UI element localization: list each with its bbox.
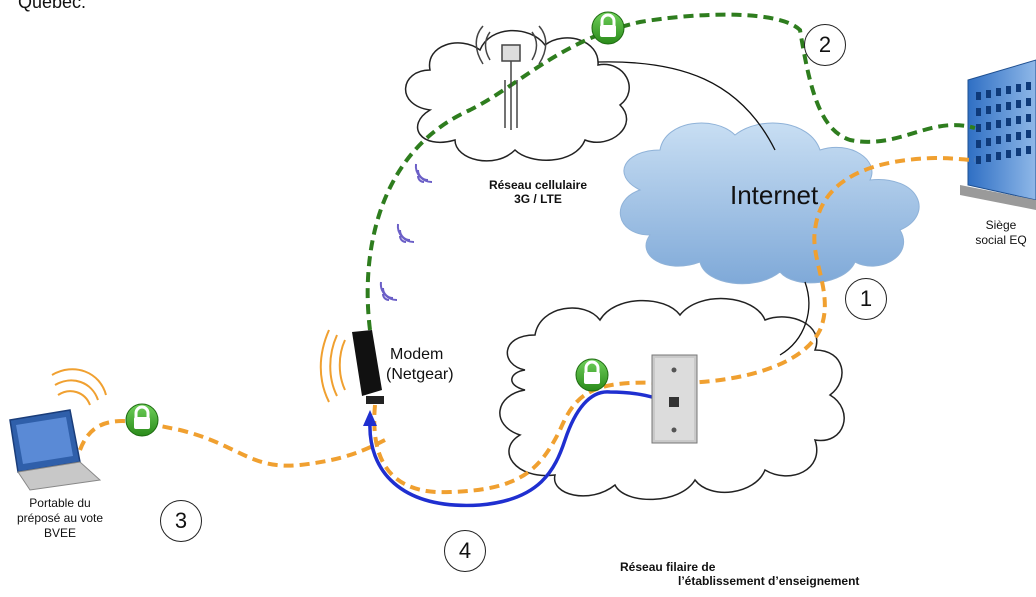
modem-icon: [352, 330, 384, 404]
cell-tower-icon: [475, 25, 547, 130]
lock-icon: [125, 403, 159, 437]
lock-icon: [575, 358, 609, 392]
siege-label: Siège social EQ: [966, 218, 1036, 248]
green-secure-path: [365, 12, 976, 331]
header-text: Québec.: [18, 0, 87, 12]
modem-label: Modem (Netgear): [386, 345, 454, 385]
laptop-label: Portable du préposé au vote BVEE: [8, 496, 112, 541]
siege-label-line1: Siège: [985, 218, 1017, 232]
internet-wired-link: [779, 281, 810, 356]
marker-4: 4: [444, 530, 486, 572]
wifi-waves-icon: [379, 163, 433, 302]
blue-arrow-head: [363, 410, 377, 426]
laptop-label-line3: BVEE: [43, 526, 76, 540]
wired-label-line2: l’établissement d’enseignement: [678, 574, 860, 588]
building-icon: [960, 59, 1036, 210]
cellular-label-line1: Réseau cellulaire: [488, 178, 588, 192]
modem-wifi-icon: [319, 329, 346, 403]
laptop-icon: [9, 409, 102, 491]
cellular-label-line2: 3G / LTE: [514, 192, 562, 206]
modem-label-line2: (Netgear): [386, 366, 454, 383]
orange-secure-path-2: [372, 155, 976, 495]
cellular-internet-link: [597, 61, 776, 151]
marker-3: 3: [160, 500, 202, 542]
blue-ethernet-cable: [368, 390, 671, 508]
lock-icon: [591, 11, 625, 45]
laptop-label-line1: Portable du: [29, 496, 91, 510]
cellular-network-label: Réseau cellulaire 3G / LTE: [484, 178, 592, 206]
laptop-label-line2: préposé au vote: [16, 511, 104, 525]
wired-network-label: Réseau filaire de l’établissement d’ense…: [620, 560, 859, 588]
wired-label-line1: Réseau filaire de: [620, 560, 716, 574]
internet-label: Internet: [730, 180, 819, 210]
modem-label-line1: Modem: [390, 346, 444, 363]
orange-secure-path: [78, 419, 386, 468]
marker-1: 1: [845, 278, 887, 320]
laptop-wifi-icon: [51, 368, 107, 406]
marker-2: 2: [804, 24, 846, 66]
wall-jack-icon: [651, 354, 698, 444]
siege-label-line2: social EQ: [975, 233, 1027, 247]
internet-cloud: [619, 122, 920, 285]
